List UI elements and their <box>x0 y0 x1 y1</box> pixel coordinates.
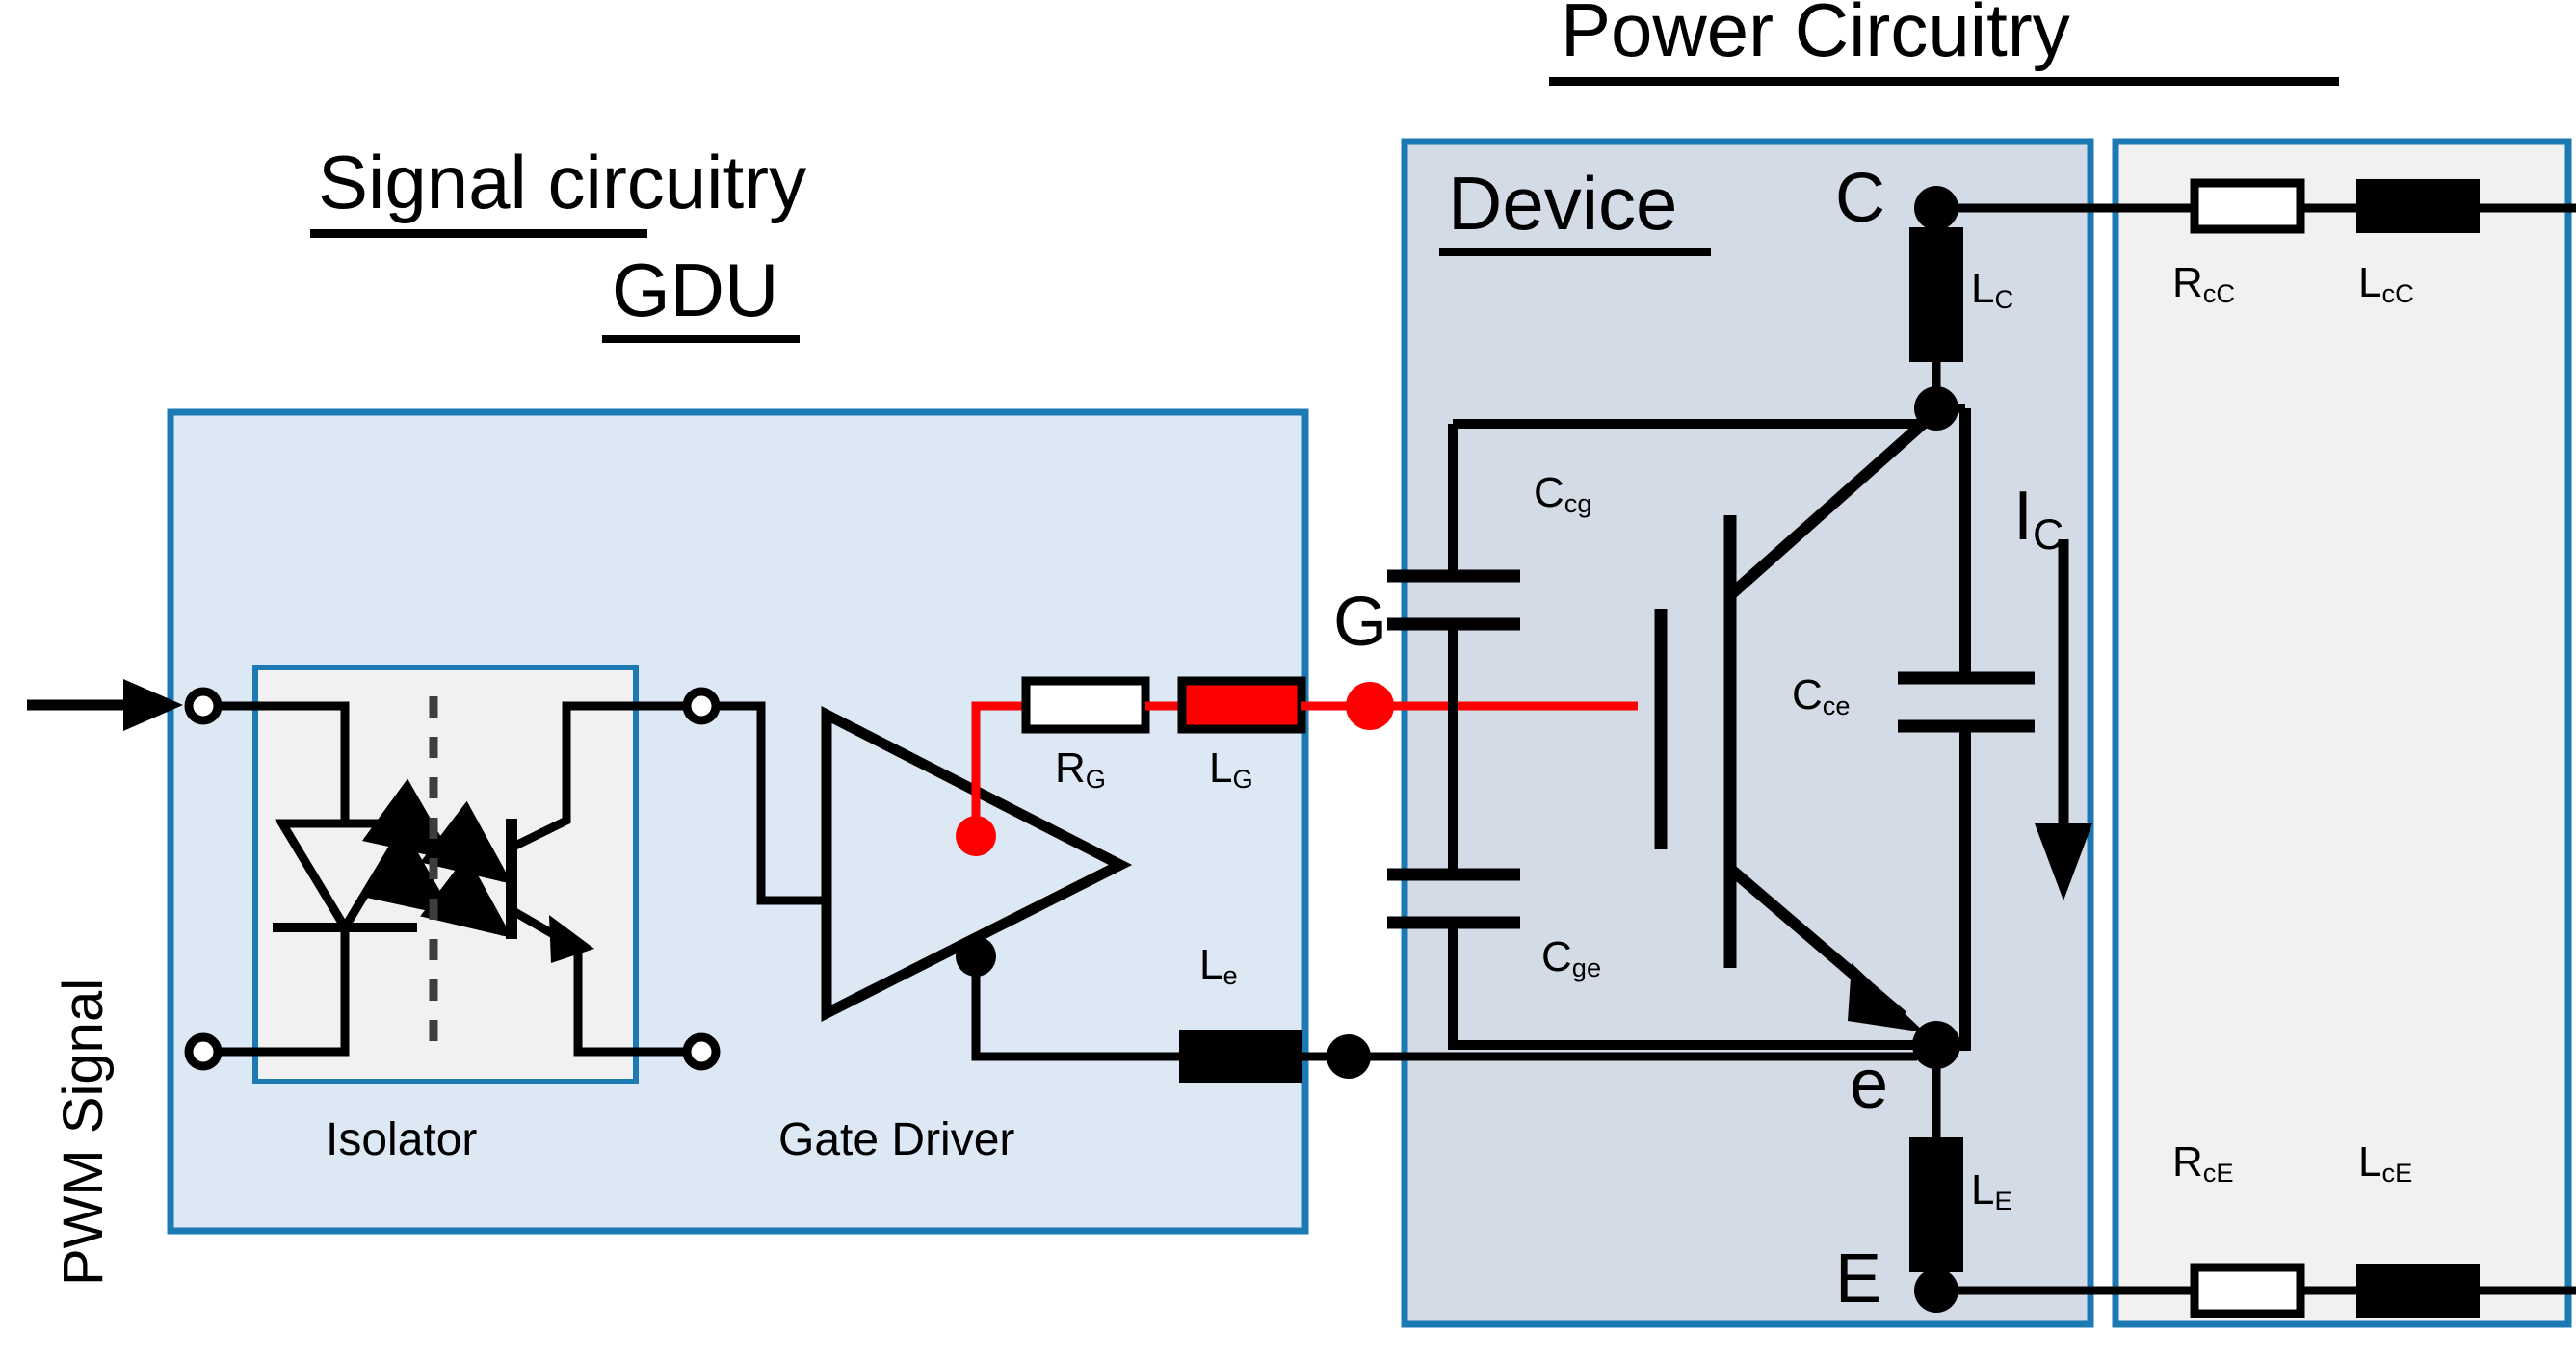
cge-base: C <box>1541 933 1572 980</box>
gate-resistor-symbol <box>1021 676 1150 734</box>
gate-terminal-node <box>1346 682 1394 730</box>
commutation-inductor-c-sub: cC <box>2381 278 2414 308</box>
gate-driver-input-wire <box>717 701 825 905</box>
commutation-resistor-c-sub: cC <box>2202 278 2236 308</box>
collector-terminal-label: C <box>1835 160 1885 237</box>
commutation-inductor-e-base: L <box>2358 1138 2382 1186</box>
commutation-resistor-e-base: R <box>2172 1138 2203 1186</box>
commutation-resistor-c-symbol <box>2190 178 2305 234</box>
led-anode-wire <box>219 701 350 823</box>
emitter-power-inductor-label: LE <box>1971 1166 2012 1215</box>
collector-current-arrowhead <box>2035 823 2092 900</box>
cap-gate-emitter-label: Cge <box>1541 933 1602 982</box>
gdu-label: GDU <box>612 248 779 332</box>
gate-inductor-label: LG <box>1209 744 1253 794</box>
phototransistor-emitter-wire <box>509 906 689 1057</box>
signal-circuitry-title: Signal circuitry <box>318 140 807 224</box>
device-label: Device <box>1448 161 1678 246</box>
emitter-power-inductor-symbol <box>1909 1137 1963 1272</box>
emitter-inductor-base: L <box>1199 941 1223 988</box>
emitter-kelvin-node <box>1327 1034 1371 1079</box>
gate-driver-caption: Gate Driver <box>778 1114 1015 1165</box>
collector-current-label: IC <box>2013 482 2063 557</box>
emitter-power-inductor-sub: E <box>1994 1186 2012 1215</box>
gdu-label-underline <box>602 335 800 343</box>
commutation-inductor-c-symbol <box>2356 179 2480 233</box>
emitter-power-label: E <box>1835 1240 1882 1318</box>
collector-inductor-symbol <box>1909 227 1963 362</box>
emitter-inductor-symbol <box>1179 1030 1302 1083</box>
phototransistor-collector-wire <box>510 701 689 852</box>
device-label-underline <box>1439 248 1711 256</box>
gate-inductor-sub: G <box>1232 764 1253 794</box>
gate-wire-from-driver <box>971 701 1028 836</box>
cge-to-emitter-wire <box>1448 923 1927 1050</box>
isolator-output-terminal-top[interactable] <box>682 687 721 725</box>
emitter-power-inductor-base: L <box>1971 1166 1995 1213</box>
isolator-caption: Isolator <box>326 1114 478 1165</box>
commutation-resistor-e-label: RcE <box>2172 1138 2234 1187</box>
gate-inductor-base: L <box>1209 744 1233 792</box>
led-cathode-wire <box>219 929 350 1057</box>
gate-resistor-sub: G <box>1085 764 1106 794</box>
ic-sub: C <box>2033 510 2064 559</box>
commutation-inductor-e-sub: cE <box>2381 1158 2413 1187</box>
input-terminal-top[interactable] <box>184 687 223 725</box>
collector-inductor-label: LC <box>1971 265 2014 314</box>
cce-base: C <box>1792 671 1823 718</box>
ccg-sub: cg <box>1564 488 1592 518</box>
cge-sub: ge <box>1571 953 1602 982</box>
collector-inductor-sub: C <box>1994 284 2014 314</box>
isolator-output-terminal-bottom[interactable] <box>682 1032 721 1071</box>
power-circuitry-title: Power Circuitry <box>1561 0 2070 72</box>
phototransistor-emitter-arrowhead <box>549 915 594 963</box>
light-arrows-icon <box>361 778 513 939</box>
emitter-inductor-sub: e <box>1222 960 1238 990</box>
commutation-resistor-c-label: RcC <box>2172 259 2236 308</box>
cce-sub: ce <box>1822 691 1851 720</box>
power-parasitic-panel <box>2112 138 2572 1328</box>
pwm-input-arrowhead <box>123 679 183 731</box>
cap-collector-gate-label: Ccg <box>1534 469 1592 518</box>
igbt-collector-lead <box>1726 419 1927 600</box>
emitter-kelvin-label: e <box>1850 1046 1889 1123</box>
gate-driver-emitter-wire <box>971 956 1177 1061</box>
igbt-emitter-arrowhead <box>1848 963 1925 1032</box>
gate-resistor-label: RG <box>1055 744 1106 794</box>
input-terminal-bottom[interactable] <box>184 1032 223 1071</box>
cap-collector-emitter-label: Cce <box>1792 671 1851 720</box>
commutation-inductor-e-label: LcE <box>2358 1138 2413 1187</box>
commutation-resistor-e-symbol <box>2190 1263 2305 1318</box>
signal-circuitry-title-underline <box>310 229 647 238</box>
commutation-resistor-c-base: R <box>2172 259 2203 306</box>
power-circuitry-title-underline <box>1549 77 2339 86</box>
commutation-inductor-c-label: LcC <box>2358 259 2414 308</box>
gate-inductor-symbol <box>1177 676 1306 734</box>
cce-emitter-link <box>1936 726 1971 1051</box>
emitter-inductor-label: Le <box>1199 941 1238 990</box>
gate-driver-output-node <box>956 816 996 856</box>
collector-inductor-base: L <box>1971 265 1995 312</box>
commutation-resistor-e-sub: cE <box>2202 1158 2234 1187</box>
ccg-base: C <box>1534 469 1564 516</box>
device-panel <box>1401 138 2094 1328</box>
gate-terminal-label: G <box>1333 584 1388 661</box>
commutation-inductor-e-symbol <box>2356 1264 2480 1318</box>
commutation-inductor-c-base: L <box>2358 259 2382 306</box>
gate-resistor-base: R <box>1055 744 1086 792</box>
pwm-signal-label: PWM Signal <box>52 978 115 1286</box>
ic-base: I <box>2013 478 2034 555</box>
